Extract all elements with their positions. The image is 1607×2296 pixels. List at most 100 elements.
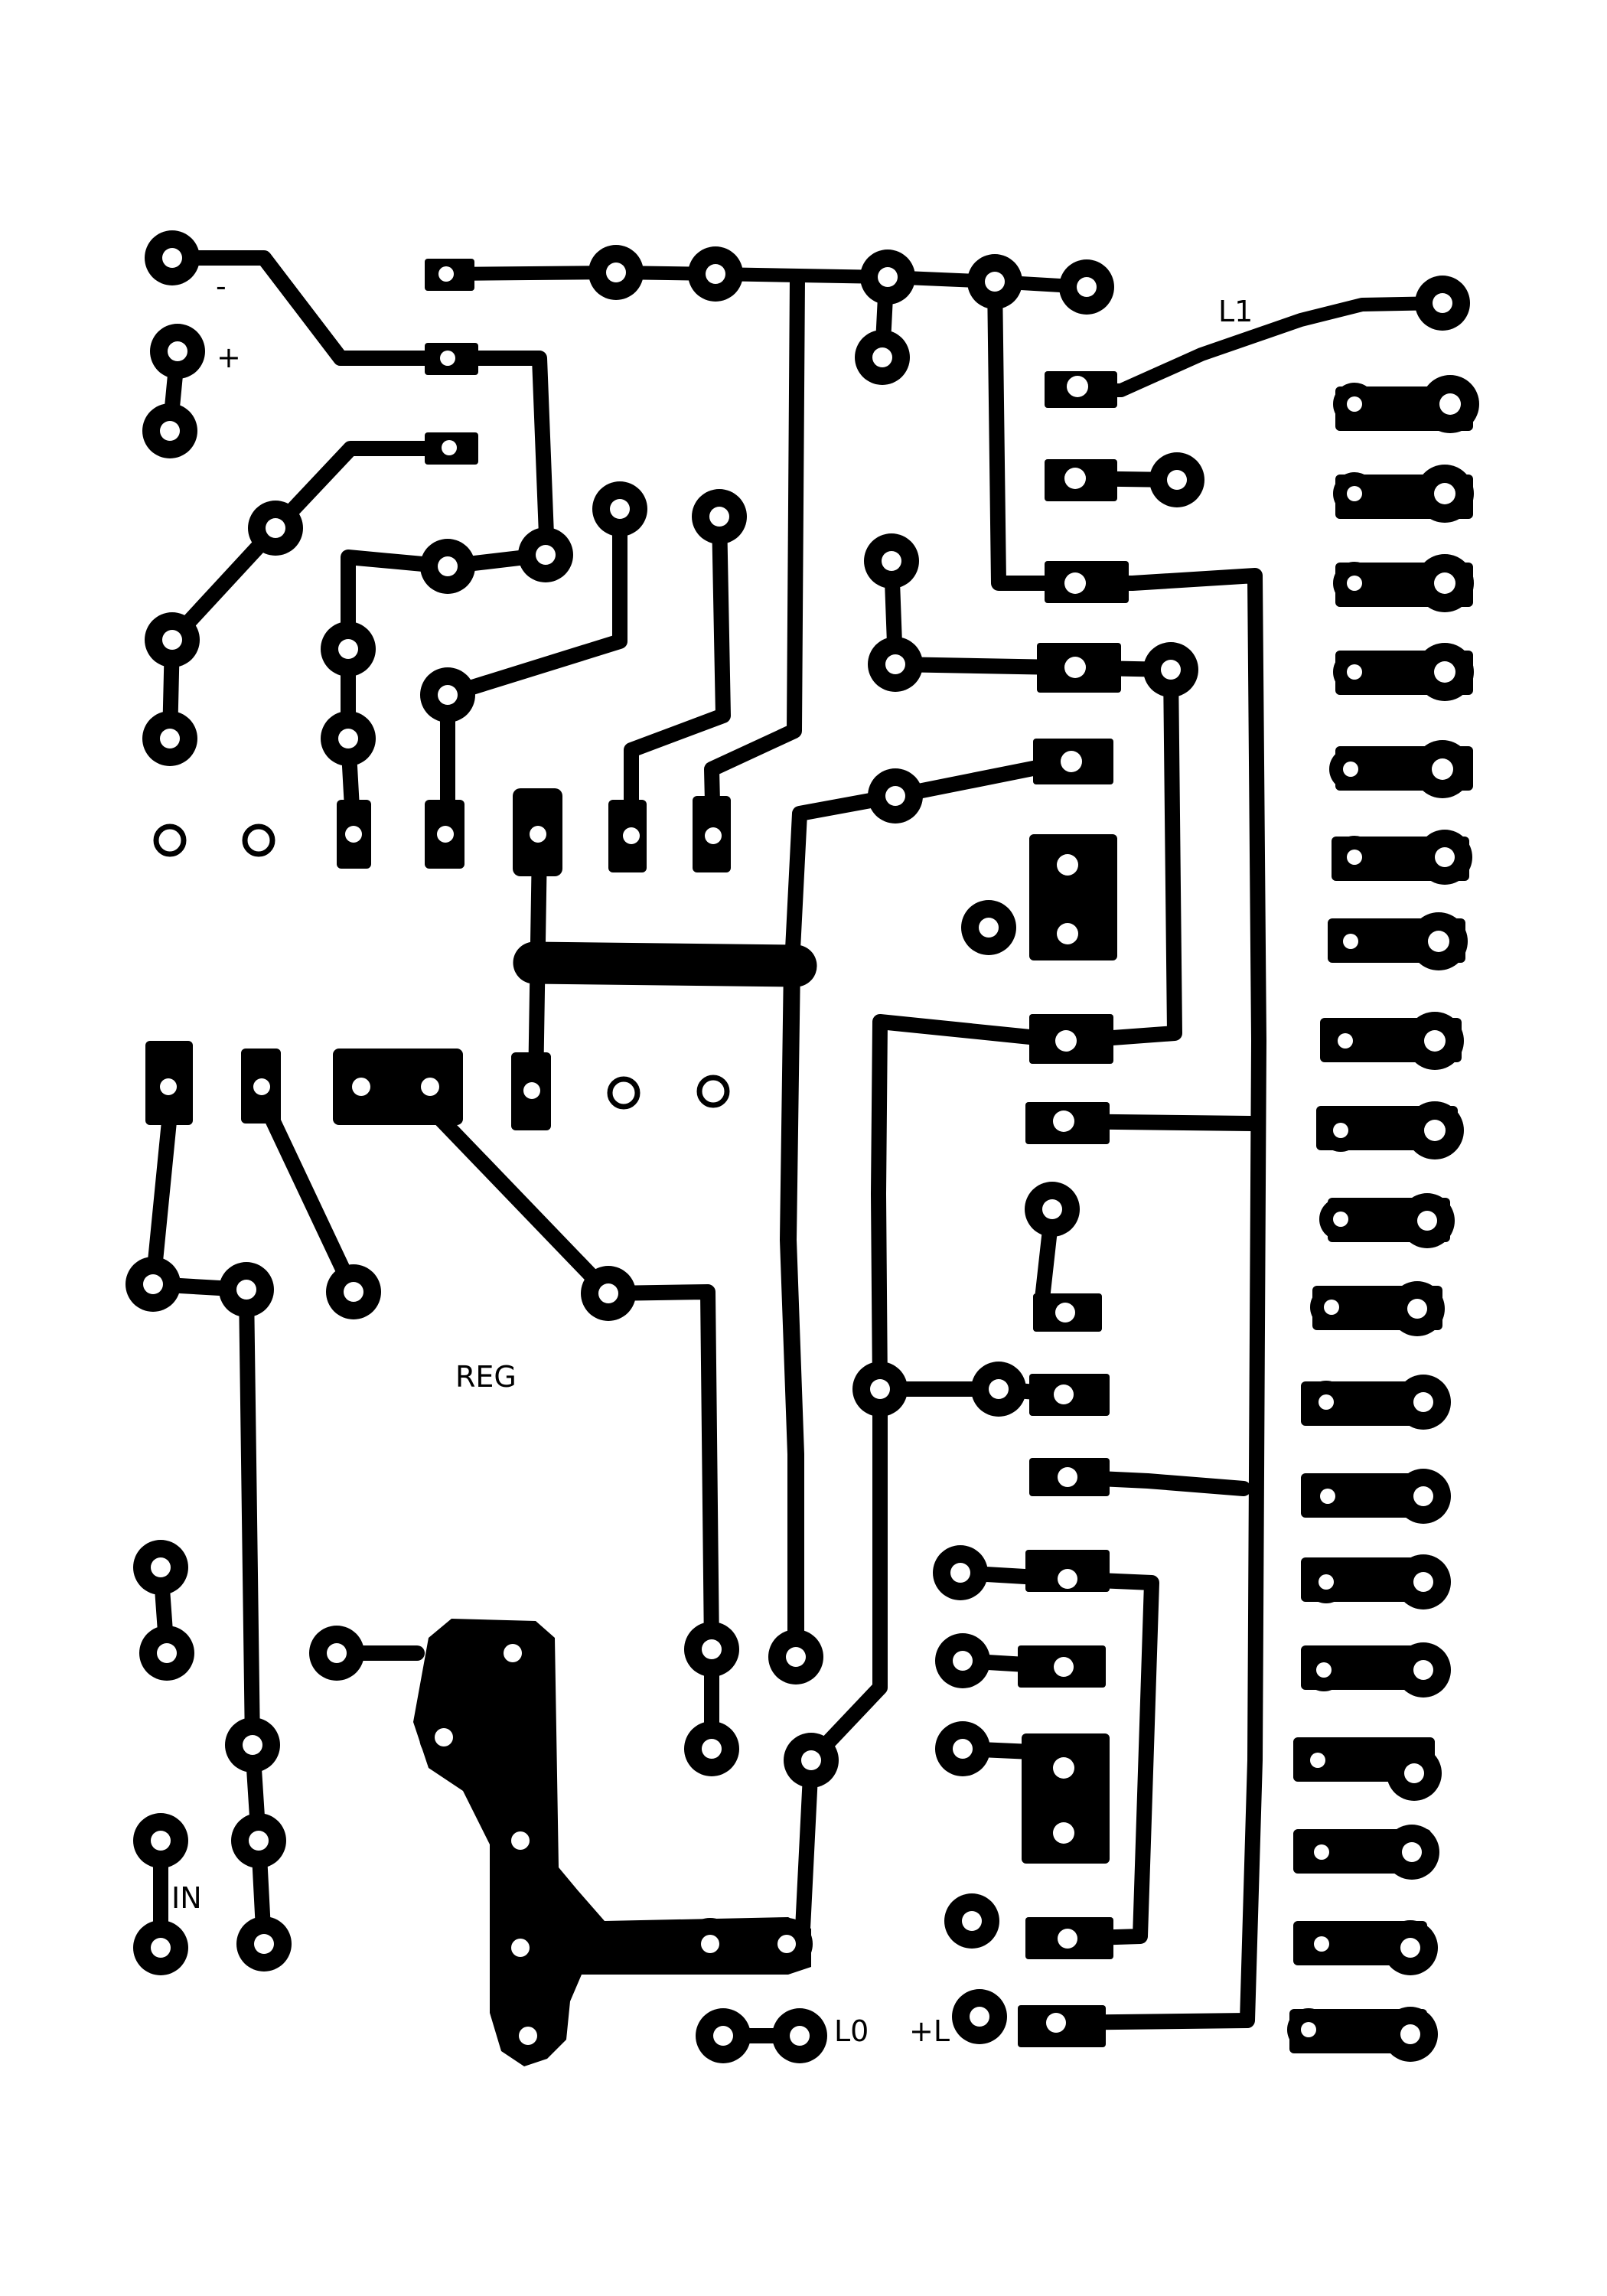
drill-hole xyxy=(157,1643,177,1663)
drill-hole xyxy=(1417,1211,1437,1231)
drill-hole xyxy=(1432,758,1453,780)
drill-hole xyxy=(786,1647,806,1667)
drill-hole xyxy=(236,1280,256,1300)
unplated-holes xyxy=(153,823,730,1110)
drill-hole xyxy=(162,248,182,268)
drill-hole xyxy=(1314,1936,1329,1952)
drill-hole xyxy=(702,1739,722,1759)
drill-hole xyxy=(151,1831,171,1851)
drill-hole xyxy=(872,347,892,367)
drill-hole xyxy=(1333,1123,1348,1138)
drill-hole xyxy=(979,918,999,938)
drill-hole xyxy=(338,729,358,748)
drill-hole xyxy=(709,507,729,527)
drill-hole xyxy=(606,263,626,282)
drill-hole xyxy=(1424,1030,1446,1052)
drill-hole xyxy=(1434,572,1455,594)
drill-hole xyxy=(1301,2022,1316,2037)
drill-hole xyxy=(1042,1199,1062,1219)
drill-hole xyxy=(1413,1660,1433,1680)
drill-hole xyxy=(168,341,187,361)
drill-hole xyxy=(160,421,180,441)
drill-hole xyxy=(1347,486,1362,501)
drill-hole xyxy=(151,1557,171,1577)
drill-hole xyxy=(1413,1486,1433,1506)
drill-hole xyxy=(777,1935,796,1953)
drill-hole xyxy=(1316,1662,1332,1678)
drill-hole xyxy=(1402,1842,1422,1862)
drill-hole xyxy=(985,272,1005,292)
drill-hole xyxy=(1347,396,1362,412)
drill-hole xyxy=(504,1644,522,1662)
drill-hole xyxy=(970,2007,989,2027)
label-reg: REG xyxy=(455,1360,517,1394)
label-minus: - xyxy=(216,269,227,303)
drill-hole xyxy=(1407,1299,1427,1319)
drill-hole xyxy=(598,1283,618,1303)
drill-hole xyxy=(1428,931,1449,952)
drill-hole xyxy=(438,685,458,705)
drill-hole xyxy=(1433,293,1452,313)
drill-hole xyxy=(1347,850,1362,865)
drill-hole xyxy=(702,1639,722,1659)
label-plus: + xyxy=(217,341,241,374)
drill-hole xyxy=(1424,1120,1446,1141)
drill-hole xyxy=(519,2027,537,2045)
drill-hole xyxy=(953,1739,973,1759)
drill-hole xyxy=(254,1934,274,1954)
drill-hole xyxy=(885,786,905,806)
drill-hole xyxy=(1435,847,1455,867)
drill-hole xyxy=(266,518,285,538)
label-in: IN xyxy=(171,1881,202,1915)
drill-hole xyxy=(882,551,901,571)
drill-hole xyxy=(1310,1753,1325,1768)
drill-hole xyxy=(878,267,898,287)
label-l0: L0 xyxy=(834,2014,869,2048)
round-pads xyxy=(125,230,1479,2063)
drill-hole xyxy=(1347,576,1362,591)
drill-hole xyxy=(1167,470,1187,490)
label-l1: L1 xyxy=(1218,295,1253,328)
ground-pour xyxy=(413,1619,811,2066)
drill-hole xyxy=(801,1750,821,1770)
drill-hole xyxy=(1319,1574,1334,1590)
drill-hole xyxy=(160,729,180,748)
drill-hole xyxy=(1400,1938,1420,1958)
drill-hole xyxy=(790,2026,810,2046)
drill-hole xyxy=(1439,393,1461,415)
drill-hole xyxy=(143,1274,163,1294)
drill-hole xyxy=(1338,1033,1353,1049)
drill-hole xyxy=(701,1935,719,1953)
drill-hole xyxy=(1333,1212,1348,1227)
drill-hole xyxy=(162,630,182,650)
drill-hole xyxy=(885,654,905,674)
drill-hole xyxy=(511,1939,530,1957)
drill-hole xyxy=(438,556,458,576)
drill-hole xyxy=(1077,277,1097,297)
drill-hole xyxy=(344,1282,363,1302)
drill-hole xyxy=(1343,934,1358,949)
drill-hole xyxy=(706,264,725,284)
drill-hole xyxy=(953,1651,973,1671)
drill-hole xyxy=(435,1728,453,1746)
drill-hole xyxy=(1434,661,1455,683)
drill-hole xyxy=(1404,1763,1424,1783)
drill-hole xyxy=(950,1563,970,1583)
silkscreen-labels: - + L1 REG IN L0 +L xyxy=(171,269,1253,2048)
drill-hole xyxy=(870,1379,890,1399)
drill-hole xyxy=(1319,1394,1334,1410)
drill-hole xyxy=(536,545,556,565)
drill-hole xyxy=(1320,1489,1335,1504)
drill-hole xyxy=(243,1735,262,1755)
drill-hole xyxy=(1161,660,1181,680)
drill-hole xyxy=(713,2026,733,2046)
drill-hole xyxy=(327,1643,347,1663)
drill-hole xyxy=(1413,1392,1433,1412)
drill-hole xyxy=(1413,1572,1433,1592)
drill-hole xyxy=(511,1831,530,1850)
drill-hole xyxy=(610,499,630,519)
drill-hole xyxy=(1324,1300,1339,1315)
drill-hole xyxy=(1314,1844,1329,1860)
label-plus-l: +L xyxy=(909,2014,950,2048)
